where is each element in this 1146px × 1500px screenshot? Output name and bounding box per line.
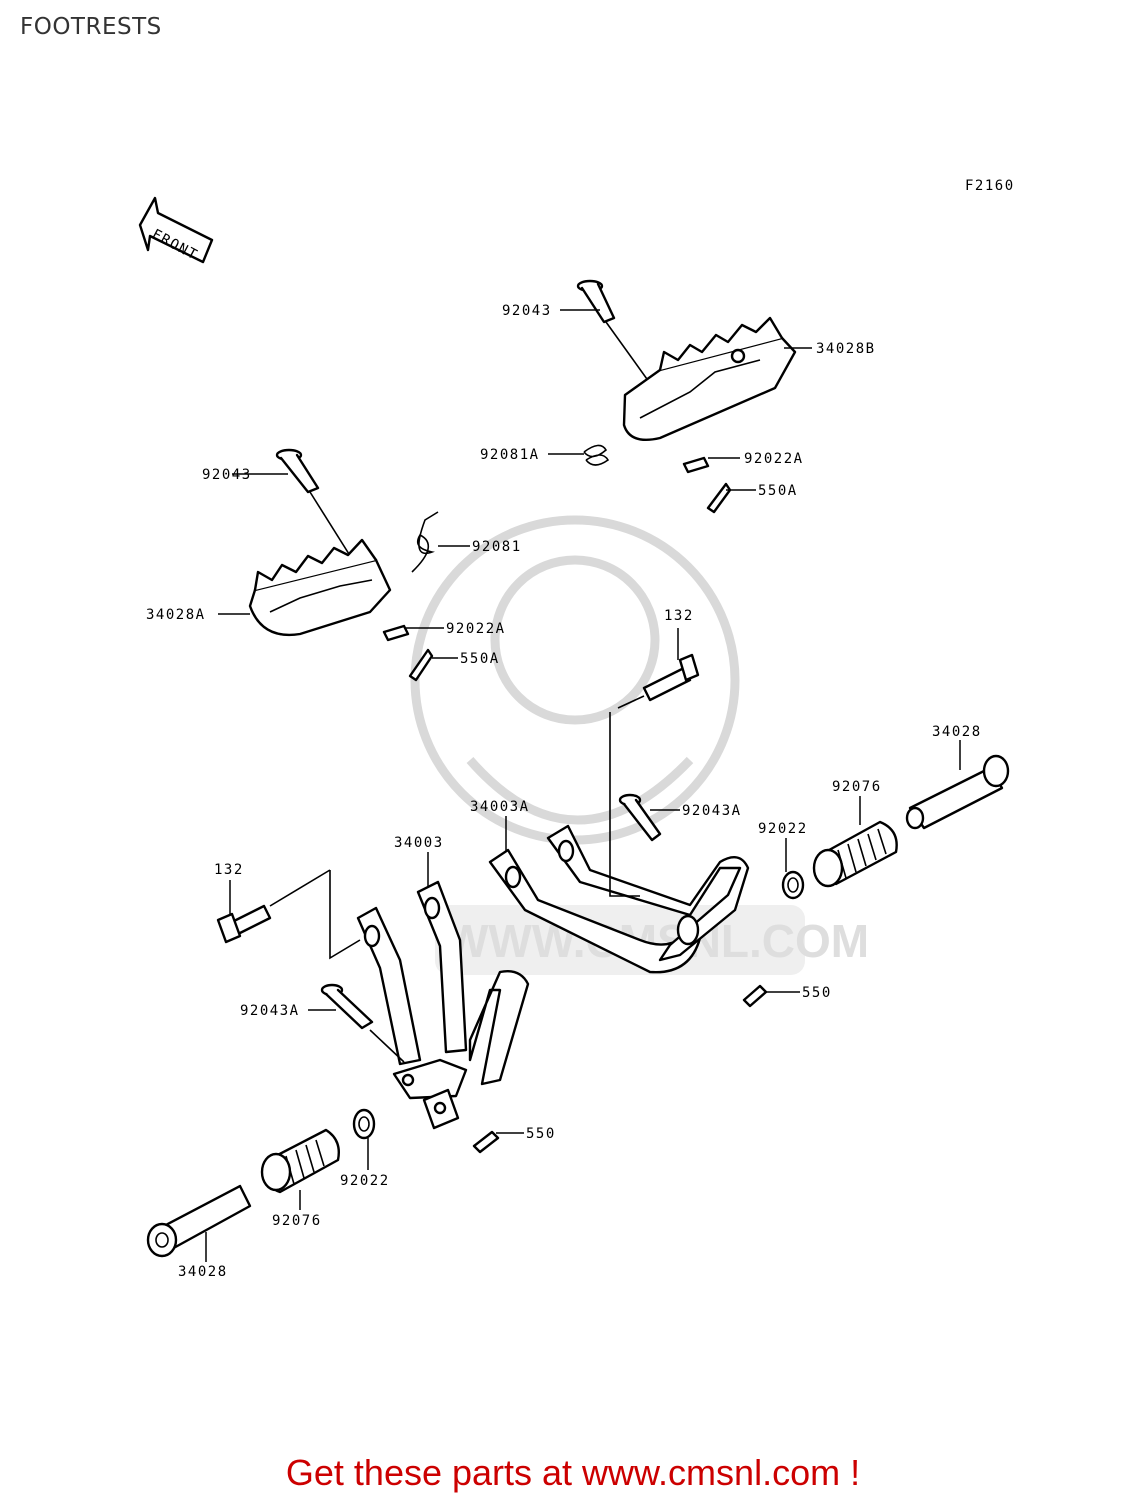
part-label: 34003A — [470, 799, 530, 815]
bolt-132-lower — [216, 869, 331, 944]
footrest-34028a — [248, 448, 439, 682]
bracket-34003a — [488, 712, 805, 1008]
part-label: 92043A — [240, 1003, 300, 1019]
footer-link-text[interactable]: Get these parts at www.cmsnl.com ! — [285, 1452, 861, 1493]
bracket-34003 — [329, 870, 530, 1130]
part-label: 92076 — [832, 779, 882, 795]
grip-92076-left — [260, 1128, 340, 1194]
part-label: 92076 — [272, 1213, 322, 1229]
part-label: 92022A — [446, 621, 506, 637]
part-label: 34028 — [932, 724, 982, 740]
part-label: 92081 — [472, 539, 522, 555]
page-title: FOOTRESTS — [20, 14, 162, 40]
grip-92076-right — [812, 820, 898, 888]
front-arrow-icon: FRONT — [138, 196, 214, 264]
pin-92043a-left — [320, 983, 405, 1063]
part-label: 92043 — [502, 303, 552, 319]
peg-34028-left — [146, 1184, 252, 1258]
part-label: 132 — [214, 862, 244, 878]
part-label: 132 — [664, 608, 694, 624]
part-labels: 92043 34028B 92081A 92022A 550A 92043 92… — [146, 303, 982, 1280]
leader-lines — [205, 309, 961, 1262]
part-label: 92043A — [682, 803, 742, 819]
diagram-code: F2160 — [965, 178, 1015, 194]
part-label: 34028B — [816, 341, 876, 357]
washer-92022-left — [352, 1108, 376, 1140]
bolt-132-upper — [617, 653, 700, 709]
part-label: 92043 — [202, 467, 252, 483]
cotter-550-left — [472, 1130, 500, 1154]
footrest-34028b — [576, 279, 797, 514]
part-label: 92022A — [744, 451, 804, 467]
pin-92043a-right — [618, 793, 662, 842]
peg-34028-right — [905, 754, 1010, 830]
part-label: 92022 — [758, 821, 808, 837]
part-label: 550A — [460, 651, 500, 667]
part-label: 92022 — [340, 1173, 390, 1189]
part-label: 92081A — [480, 447, 540, 463]
part-label: 550 — [526, 1126, 556, 1142]
part-label: 34028 — [178, 1264, 228, 1280]
part-label: 34028A — [146, 607, 206, 623]
part-label: 550 — [802, 985, 832, 1001]
watermark: WWW.CMSNL.COM — [410, 515, 869, 975]
part-label: 550A — [758, 483, 798, 499]
part-label: 34003 — [394, 835, 444, 851]
